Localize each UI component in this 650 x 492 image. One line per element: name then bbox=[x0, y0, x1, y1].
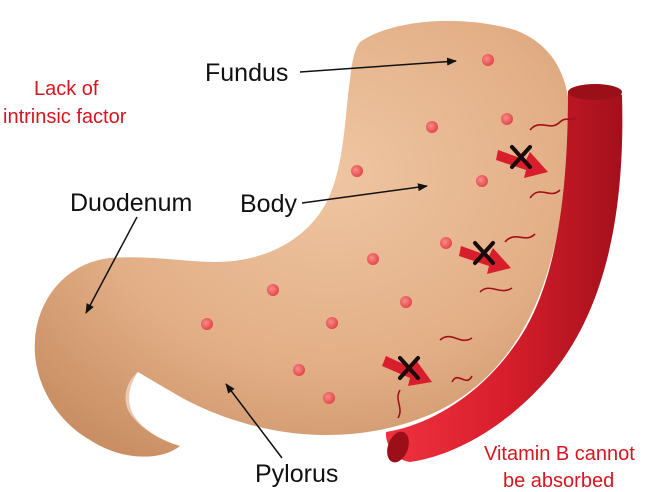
blocked-arrow-3 bbox=[382, 356, 432, 386]
dot bbox=[201, 318, 213, 330]
fundus-pointer bbox=[299, 57, 457, 73]
dot bbox=[293, 364, 305, 376]
intrinsic-factor-dots bbox=[201, 54, 513, 404]
lack-intrinsic-factor-line1: Lack of bbox=[34, 78, 99, 100]
duodenum-label: Duodenum bbox=[70, 189, 192, 217]
dot bbox=[323, 392, 335, 404]
body-pointer bbox=[301, 183, 428, 204]
duodenum-pointer bbox=[85, 216, 138, 314]
dot bbox=[426, 121, 438, 133]
capillaries bbox=[397, 117, 576, 419]
dot bbox=[482, 54, 494, 66]
blood-vessel bbox=[385, 87, 623, 462]
lack-intrinsic-factor-line2: intrinsic factor bbox=[3, 106, 127, 128]
dot bbox=[501, 113, 513, 125]
vessel-bottom-opening bbox=[387, 431, 409, 463]
blocked-arrow-1 bbox=[496, 145, 548, 178]
pylorus-pointer bbox=[225, 383, 283, 459]
fundus-label: Fundus bbox=[205, 59, 288, 87]
dot bbox=[326, 317, 338, 329]
blocked-arrow-2 bbox=[459, 241, 511, 274]
dot bbox=[267, 284, 279, 296]
dot bbox=[351, 165, 363, 177]
vitamin-b-line1: Vitamin B cannot bbox=[484, 443, 635, 465]
dot bbox=[476, 175, 488, 187]
dot bbox=[440, 237, 452, 249]
dot bbox=[367, 253, 379, 265]
vessel-top-opening bbox=[568, 84, 622, 100]
vitamin-b-line2: be absorbed bbox=[503, 470, 614, 492]
dot bbox=[400, 296, 412, 308]
pylorus-label: Pylorus bbox=[255, 460, 338, 488]
body-label: Body bbox=[240, 190, 297, 218]
